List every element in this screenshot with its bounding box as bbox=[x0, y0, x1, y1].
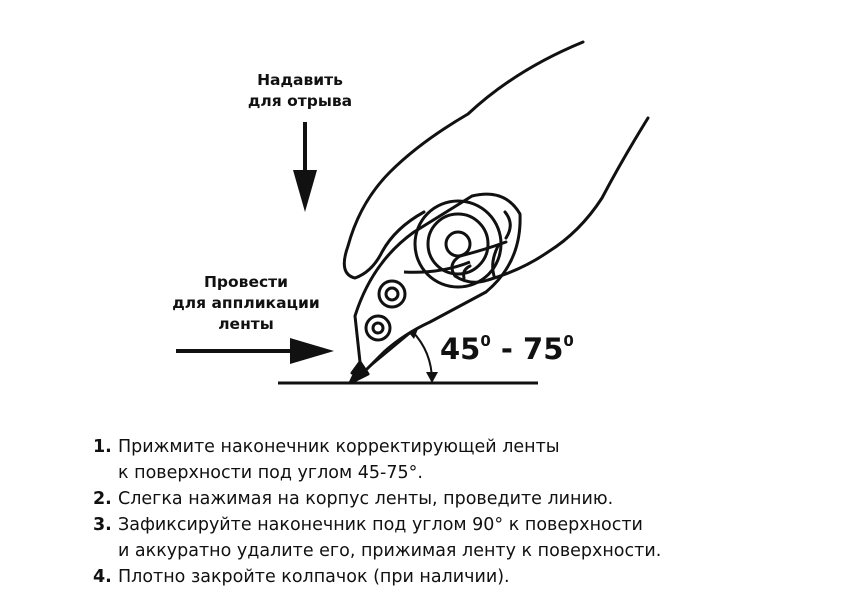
angle-to-degree: 0 bbox=[563, 332, 574, 350]
step-number: 3. bbox=[93, 515, 112, 535]
hand bbox=[342, 40, 650, 284]
step-number: 1. bbox=[93, 437, 112, 457]
step-text-line1: Зафиксируйте наконечник под углом 90° к … bbox=[118, 515, 643, 535]
angle-dash: - bbox=[490, 332, 524, 366]
press-label-line2: для отрыва bbox=[247, 92, 353, 110]
step-text-line1: Плотно закройте колпачок (при наличии). bbox=[118, 567, 510, 587]
correction-tape-illustration bbox=[176, 40, 650, 385]
step-number: 4. bbox=[93, 567, 112, 587]
apply-label-line3: ленты bbox=[218, 315, 274, 333]
instruction-step-3: 3. Зафиксируйте наконечник под углом 90°… bbox=[93, 512, 813, 564]
apply-label-line1: Провести bbox=[203, 273, 289, 291]
press-label: Надавить для отрыва bbox=[228, 70, 372, 112]
tape-dispenser bbox=[348, 192, 522, 385]
step-text-line1: Слегка нажимая на корпус ленты, проведит… bbox=[118, 489, 614, 509]
step-text-line2: к поверхности под углом 45-75°. bbox=[118, 463, 423, 483]
instruction-step-1: 1. Прижмите наконечник корректирующей ле… bbox=[93, 434, 813, 486]
instruction-step-4: 4. Плотно закройте колпачок (при наличии… bbox=[93, 564, 813, 590]
angle-from: 45 bbox=[440, 332, 481, 366]
apply-label-line2: для аппликации bbox=[172, 294, 320, 312]
step-text-line1: Прижмите наконечник корректирующей ленты bbox=[118, 437, 560, 457]
instruction-step-2: 2. Слегка нажимая на корпус ленты, прове… bbox=[93, 486, 813, 512]
apply-label: Провести для аппликации ленты bbox=[160, 272, 332, 335]
angle-from-degree: 0 bbox=[480, 332, 491, 350]
angle-to: 75 bbox=[523, 332, 564, 366]
press-label-line1: Надавить bbox=[257, 71, 343, 89]
press-down-arrow bbox=[293, 122, 317, 212]
apply-right-arrow bbox=[176, 338, 334, 364]
step-text-line2: и аккуратно удалите его, прижимая ленту … bbox=[118, 541, 662, 561]
angle-range-label: 450 - 750 bbox=[440, 332, 574, 366]
step-number: 2. bbox=[93, 489, 112, 509]
instruction-list: 1. Прижмите наконечник корректирующей ле… bbox=[93, 434, 813, 590]
